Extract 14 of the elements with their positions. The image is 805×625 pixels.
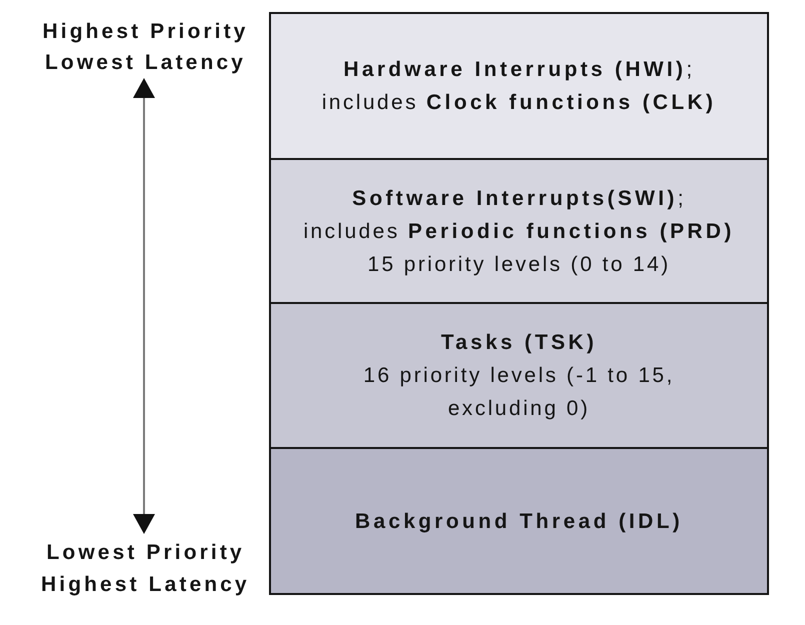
layer-band bbox=[269, 12, 769, 160]
layer-description: 16 priority levels (-1 to 15, excluding 0) bbox=[363, 363, 675, 422]
layer-band bbox=[269, 302, 769, 449]
scale-label: Highest Latency bbox=[41, 572, 250, 598]
layer-band bbox=[269, 447, 769, 595]
layer-description: 15 priority levels (0 to 14) bbox=[368, 252, 670, 278]
scale-label: Lowest Latency bbox=[45, 50, 246, 76]
scale-label: Highest Priority bbox=[42, 19, 248, 45]
scale-label: Lowest Priority bbox=[46, 540, 245, 566]
layer-title: Background Thread (IDL) bbox=[355, 508, 683, 534]
layer-title: Hardware Interrupts (HWI); includes Clock functions (CLK) bbox=[322, 57, 716, 116]
layer-title: Tasks (TSK) bbox=[440, 330, 598, 356]
layer-title: Software Interrupts(SWI); includes Periodic functions (PRD) bbox=[303, 186, 735, 244]
layer-band bbox=[269, 158, 769, 304]
